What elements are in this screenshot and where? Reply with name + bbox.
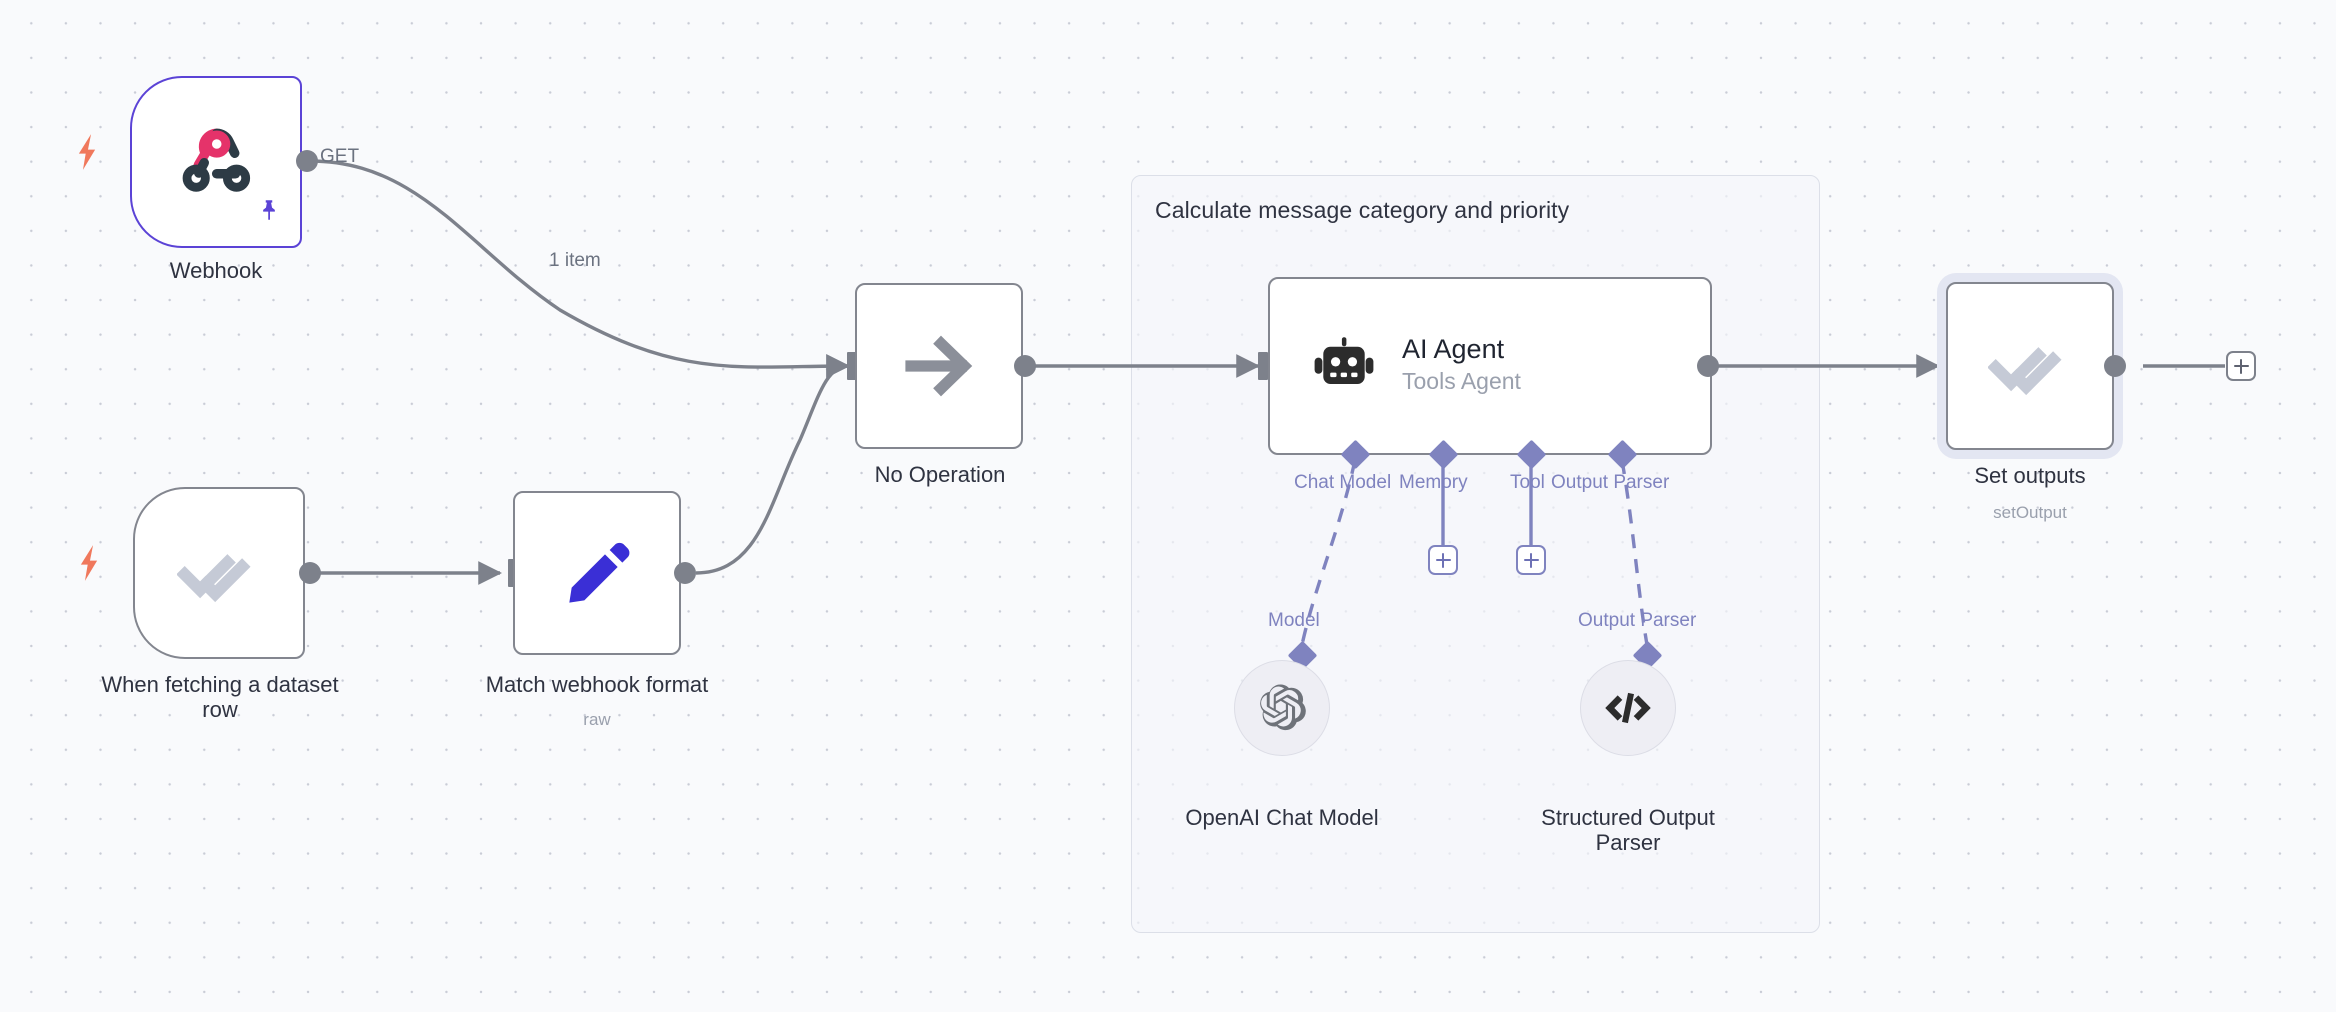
add-node-button[interactable] (2226, 351, 2256, 381)
port-out-when-fetching[interactable] (299, 562, 321, 584)
port-out-no-operation[interactable] (1014, 355, 1036, 377)
trigger-bolt-icon-dataset (76, 543, 102, 588)
group-title: Calculate message category and priority (1155, 197, 1570, 223)
node-label-structured-output-parser: Structured Output Parser (1541, 805, 1715, 856)
add-memory-button[interactable] (1428, 545, 1458, 575)
subnode-connector-label-output-parser: Output Parser (1578, 610, 1697, 631)
node-sublabel-ai-agent: Tools Agent (1402, 368, 1521, 395)
subnode-openai-chat-model[interactable] (1234, 660, 1330, 756)
openai-icon (1260, 684, 1306, 731)
connector-label-tool: Tool (1510, 472, 1545, 493)
port-out-ai-agent[interactable] (1697, 355, 1719, 377)
edge-port-label-get: GET (320, 146, 360, 167)
port-in-set-outputs[interactable] (1939, 352, 1949, 380)
robot-icon (1314, 337, 1374, 384)
pin-icon (256, 195, 282, 230)
node-when-fetching-a-dataset-row[interactable] (133, 487, 305, 659)
webhook-icon (182, 128, 251, 192)
port-in-no-operation[interactable] (847, 352, 857, 380)
node-ai-agent[interactable]: AI Agent Tools Agent (1268, 277, 1712, 455)
subnode-connector-label-model: Model (1268, 610, 1320, 631)
edge-label-1-item: 1 item (549, 250, 601, 271)
trigger-bolt-icon-webhook (74, 132, 100, 177)
node-label-openai-chat-model: OpenAI Chat Model (1185, 805, 1379, 830)
add-tool-button[interactable] (1516, 545, 1546, 575)
arrow-right-icon (905, 335, 973, 397)
node-label-webhook: Webhook (169, 258, 263, 283)
node-match-webhook-format[interactable] (513, 491, 681, 655)
node-sublabel-match-webhook-format: raw (583, 710, 611, 729)
port-out-match-webhook-format[interactable] (674, 562, 696, 584)
connector-label-memory: Memory (1399, 472, 1468, 493)
node-label-match-webhook-format: Match webhook format (485, 672, 709, 697)
node-label-when-fetching-a-dataset-row: When fetching a dataset row (101, 672, 339, 723)
port-in-ai-agent[interactable] (1258, 352, 1268, 380)
double-check-icon (177, 554, 251, 603)
port-out-set-outputs[interactable] (2104, 355, 2126, 377)
code-brackets-icon (1605, 692, 1651, 724)
subnode-structured-output-parser[interactable] (1580, 660, 1676, 756)
node-sublabel-set-outputs: setOutput (1993, 503, 2067, 522)
double-check-icon (1988, 347, 2062, 396)
pencil-icon (569, 542, 630, 603)
port-out-webhook[interactable] (296, 150, 318, 172)
node-label-no-operation: No Operation (874, 462, 1006, 487)
connector-label-output-parser: Output Parser (1551, 472, 1670, 493)
node-webhook[interactable] (130, 76, 302, 248)
node-label-ai-agent: AI Agent (1402, 333, 1505, 364)
node-no-operation[interactable] (855, 283, 1023, 449)
connector-label-chat-model: Chat Model (1294, 472, 1392, 493)
node-set-outputs[interactable] (1946, 282, 2114, 450)
node-label-set-outputs: Set outputs (1974, 463, 2086, 488)
